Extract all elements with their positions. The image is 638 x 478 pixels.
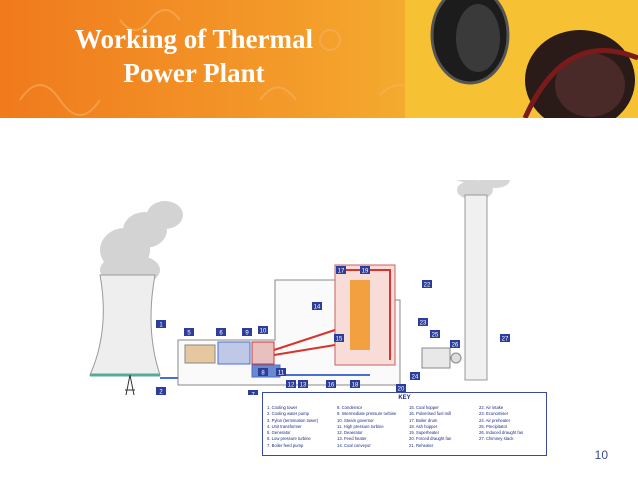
callout-badge	[500, 334, 510, 342]
key-item: 1. Cooling tower	[267, 405, 298, 410]
key-item: 27. Chimney stack	[479, 436, 514, 442]
callout-badge	[450, 340, 460, 348]
title-line-2: Power Plant	[123, 58, 265, 88]
callout-badge	[418, 318, 428, 326]
key-title: KEY	[398, 395, 411, 401]
key-item: 22. Air intake	[479, 405, 504, 410]
key-item: 18. Ash hopper	[409, 423, 438, 429]
power-plant-diagram: 1234567891011121314151617181920212223242…	[89, 180, 510, 395]
key-item: 14. Coal conveyor	[337, 442, 371, 448]
callout-badge	[258, 326, 268, 334]
key-item: 12. Deaerator	[337, 430, 363, 436]
key-item: 25. Precipitator	[479, 423, 508, 429]
key-item: 23. Economiser	[479, 411, 509, 417]
key-column-4: 22. Air intake 23. Economiser 24. Air pr…	[479, 405, 523, 443]
slide-number: 10	[594, 448, 608, 462]
callout-badge	[286, 380, 296, 388]
page-title: Working of Thermal Power Plant	[14, 22, 374, 90]
callout-badge	[326, 380, 336, 388]
callout-number: 18	[352, 382, 359, 388]
key-item: 11. High pressure turbine	[337, 423, 384, 429]
callout-number: 8	[261, 370, 265, 376]
callout-number: 27	[502, 336, 509, 342]
cooling-tower	[89, 274, 161, 377]
callout-number: 1	[159, 322, 163, 328]
key-item: 24. Air preheater	[479, 417, 510, 423]
key-item: 2. Cooling water pump	[267, 411, 309, 417]
callout-badge	[216, 328, 226, 336]
callout-badge	[336, 266, 346, 274]
callout-number: 2	[159, 389, 163, 395]
callout-number: 7	[251, 392, 255, 395]
callout-number: 16	[328, 382, 335, 388]
key-item: 9. Intermediate pressure turbine	[337, 411, 397, 417]
key-item: 17. Boiler drum	[409, 417, 438, 423]
key-column-1: 1. Cooling tower 2. Cooling water pump 3…	[267, 405, 318, 449]
callout-number: 14	[314, 304, 321, 310]
title-line-1: Working of Thermal	[74, 24, 314, 54]
pylon	[125, 374, 135, 395]
precipitator	[421, 347, 462, 369]
key-item: 21. Reheater	[409, 442, 434, 448]
callout-number: 24	[412, 374, 419, 380]
key-item: 3. Pylon (termination tower)	[267, 417, 319, 423]
callout-badge	[422, 280, 432, 288]
key-item: 5. Generator	[267, 430, 291, 436]
boiler	[334, 264, 396, 366]
callout-badge	[430, 330, 440, 338]
key-column-2: 8. Condensor 9. Intermediate pressure tu…	[337, 405, 396, 449]
callout-badge	[242, 328, 252, 336]
key-item: 7. Boiler feed pump	[267, 442, 304, 448]
callout-badge	[396, 384, 406, 392]
callout-badge	[334, 334, 344, 342]
callout-number: 19	[362, 268, 369, 274]
callout-badge	[410, 372, 420, 380]
header-banner: Working of Thermal Power Plant	[0, 0, 638, 118]
callout-number: 12	[288, 382, 295, 388]
callout-number: 10	[260, 328, 267, 334]
callout-badge	[298, 380, 308, 388]
callout-badge	[258, 368, 268, 376]
chimney-stack	[464, 194, 488, 381]
key-item: 20. Forced draught fan	[409, 436, 452, 442]
callout-number: 17	[338, 268, 345, 274]
key-item: 26. Induced draught fan	[479, 430, 524, 436]
callout-number: 26	[452, 342, 459, 348]
callout-badge	[156, 387, 166, 395]
key-item: 6. Low pressure turbine	[267, 436, 311, 442]
callout-number: 20	[398, 386, 405, 392]
callout-number: 9	[245, 330, 249, 336]
banner-decoration	[19, 0, 638, 118]
key-item: 19. Superheater	[409, 430, 440, 436]
steam-pipes	[273, 329, 336, 356]
callout-number: 11	[278, 370, 285, 376]
callout-badge	[350, 380, 360, 388]
key-item: 13. Feed heater	[337, 436, 367, 442]
callout-badge	[276, 368, 286, 376]
cooling-tower-steam	[100, 201, 183, 286]
callout-number: 22	[424, 282, 431, 288]
key-column-3: 15. Coal hopper 16. Pulverised fuel mill…	[409, 405, 451, 449]
key-item: 16. Pulverised fuel mill	[409, 411, 451, 417]
callout-markers: 1234567891011121314151617181920212223242…	[156, 266, 510, 395]
diagram-key: KEY 1. Cooling tower 2. Cooling water pu…	[262, 392, 547, 456]
callout-number: 23	[420, 320, 427, 326]
callout-number: 13	[300, 382, 307, 388]
callout-number: 15	[336, 336, 343, 342]
callout-badge	[312, 302, 322, 310]
key-item: 4. Unit transformer	[267, 423, 302, 429]
callout-badge	[156, 320, 166, 328]
callout-badge	[360, 266, 370, 274]
key-item: 15. Coal hopper	[409, 405, 439, 410]
callout-badge	[248, 390, 258, 395]
key-item: 10. Steam governor	[337, 417, 374, 423]
callout-number: 5	[187, 330, 191, 336]
callout-number: 6	[219, 330, 223, 336]
water-pipes	[160, 374, 370, 379]
callout-badge	[184, 328, 194, 336]
callout-number: 25	[432, 332, 439, 338]
key-item: 8. Condensor	[337, 405, 363, 410]
